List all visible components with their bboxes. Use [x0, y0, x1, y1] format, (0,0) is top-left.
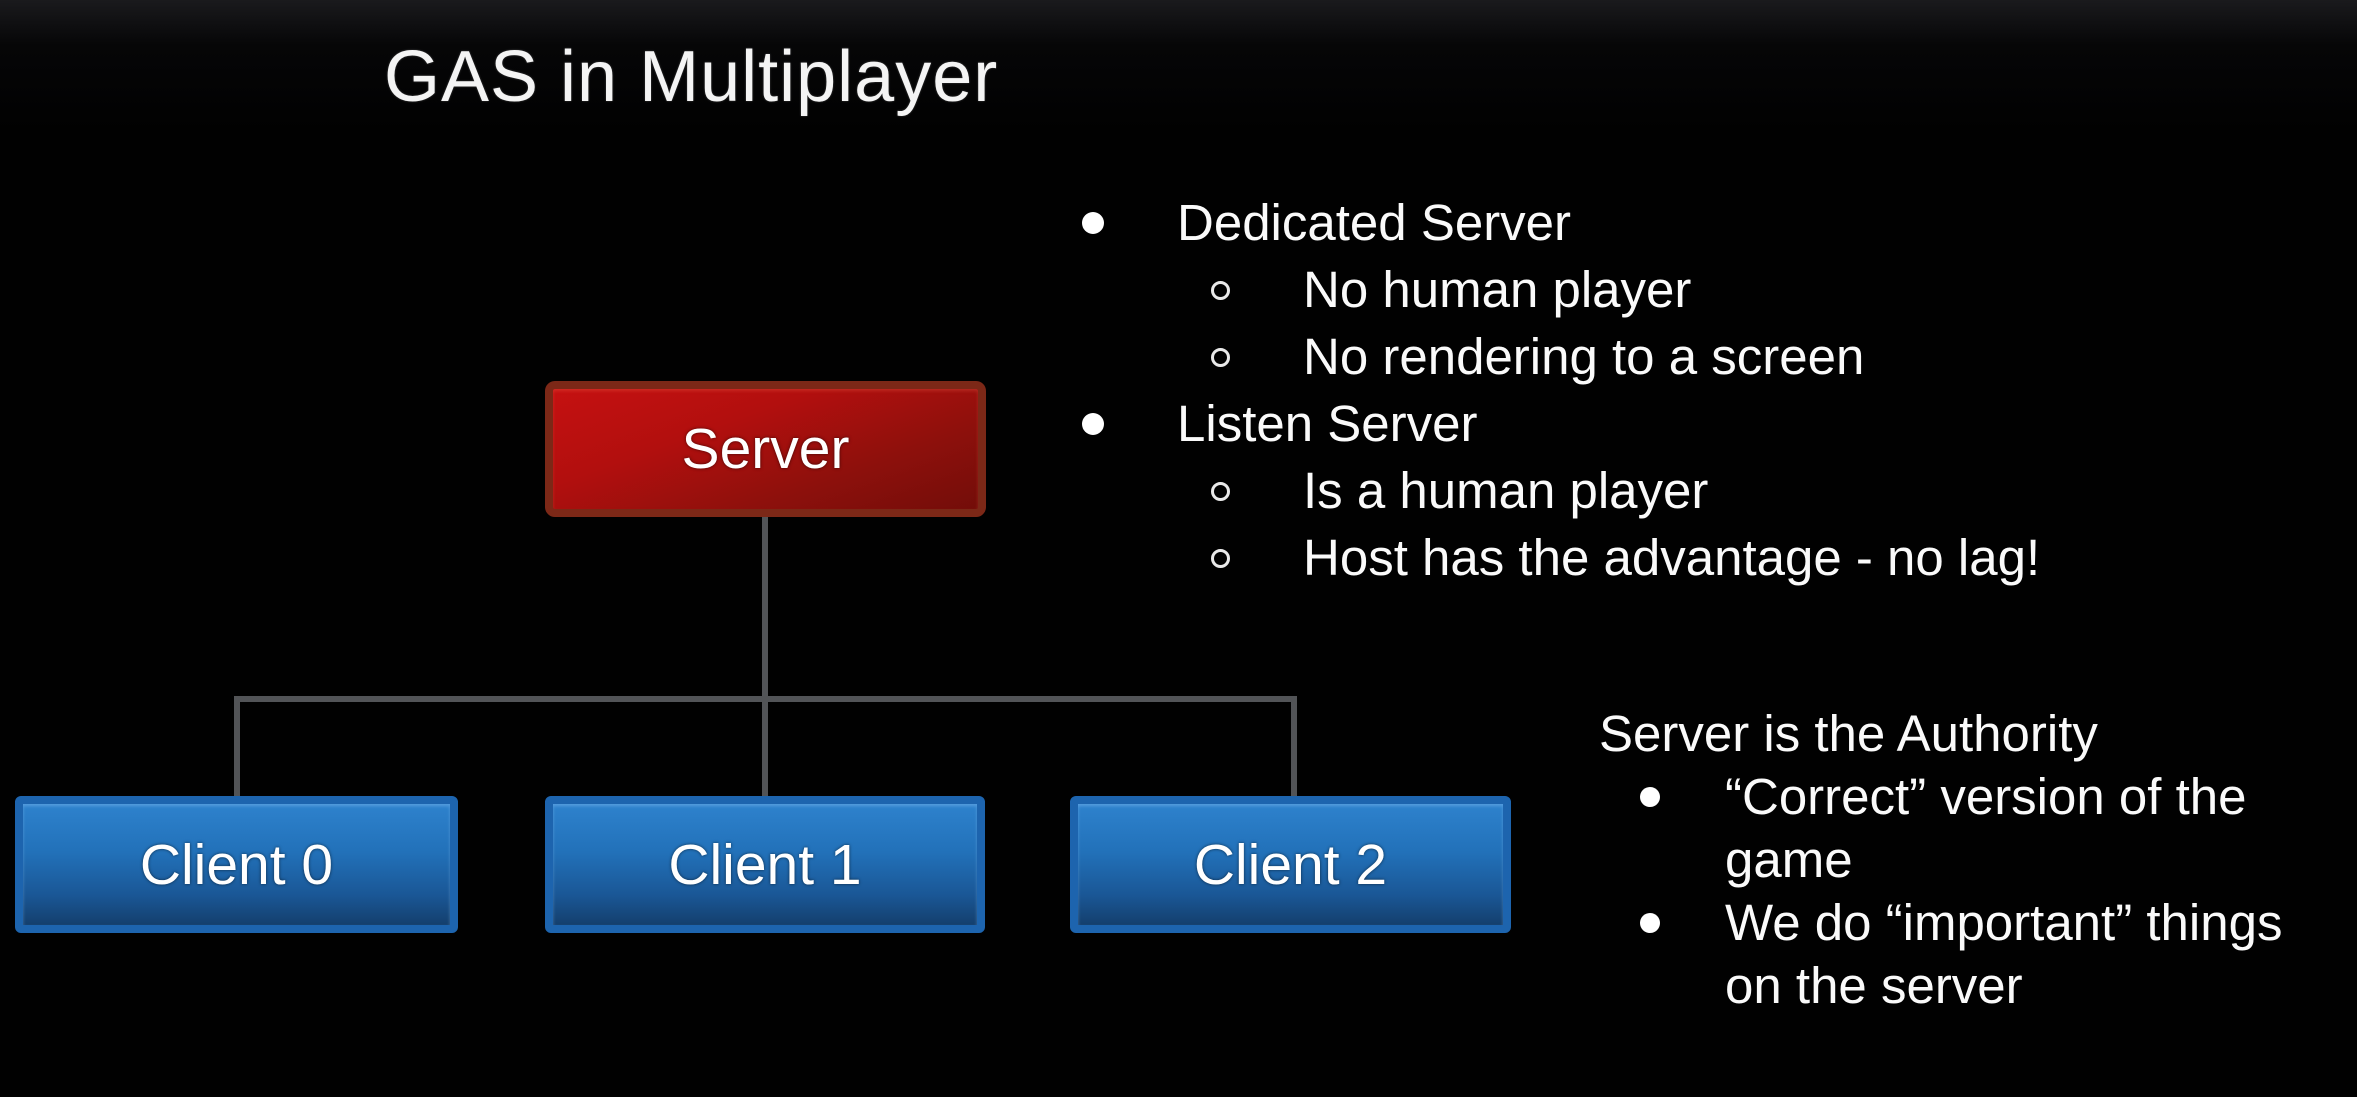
hollow-bullet-icon	[1211, 281, 1230, 300]
server-types-bullet-list: Dedicated Server No human player No rend…	[1070, 189, 2270, 591]
list-item-label: Host has the advantage - no lag!	[1303, 529, 2041, 586]
connector-server-down	[762, 517, 768, 699]
list-item-continuation: game	[1599, 828, 2357, 891]
list-item: “Correct” version of the	[1599, 765, 2357, 828]
list-item: Is a human player	[1070, 457, 2270, 524]
filled-bullet-icon	[1082, 413, 1104, 435]
list-item: Host has the advantage - no lag!	[1070, 524, 2270, 591]
top-gradient-vignette	[0, 0, 2357, 130]
list-item-line: “Correct” version of the	[1725, 768, 2247, 825]
list-item: We do “important” things	[1599, 891, 2357, 954]
list-item-label: Is a human player	[1303, 462, 1709, 519]
filled-bullet-icon	[1640, 787, 1660, 807]
list-item: Dedicated Server	[1070, 189, 2270, 256]
filled-bullet-icon	[1082, 212, 1104, 234]
slide-title: GAS in Multiplayer	[384, 37, 999, 117]
client-0-label: Client 0	[139, 832, 334, 897]
connector-drop-client-1	[762, 699, 768, 798]
server-node-label: Server	[681, 417, 850, 481]
list-item: No human player	[1070, 256, 2270, 323]
list-item-label: Listen Server	[1177, 395, 1478, 452]
client-2-node: Client 2	[1070, 796, 1511, 933]
server-authority-block: Server is the Authority “Correct” versio…	[1599, 702, 2357, 1017]
connector-drop-client-2	[1291, 699, 1297, 798]
client-0-node: Client 0	[15, 796, 458, 933]
list-item-label: Dedicated Server	[1177, 194, 1572, 251]
hollow-bullet-icon	[1211, 482, 1230, 501]
filled-bullet-icon	[1640, 913, 1660, 933]
authority-heading: Server is the Authority	[1599, 705, 2098, 762]
list-item-line: We do “important” things	[1725, 894, 2283, 951]
list-item-line: game	[1725, 831, 1853, 888]
list-item-label: No rendering to a screen	[1303, 328, 1865, 385]
list-item-label: No human player	[1303, 261, 1692, 318]
list-item-continuation: on the server	[1599, 954, 2357, 1017]
client-1-label: Client 1	[668, 832, 862, 897]
list-item: Listen Server	[1070, 390, 2270, 457]
hollow-bullet-icon	[1211, 348, 1230, 367]
client-2-label: Client 2	[1193, 832, 1388, 897]
list-item-line: on the server	[1725, 957, 2023, 1014]
connector-drop-client-0	[234, 699, 240, 798]
hollow-bullet-icon	[1211, 549, 1230, 568]
list-item: No rendering to a screen	[1070, 323, 2270, 390]
client-1-node: Client 1	[545, 796, 985, 933]
server-node: Server	[545, 381, 986, 517]
